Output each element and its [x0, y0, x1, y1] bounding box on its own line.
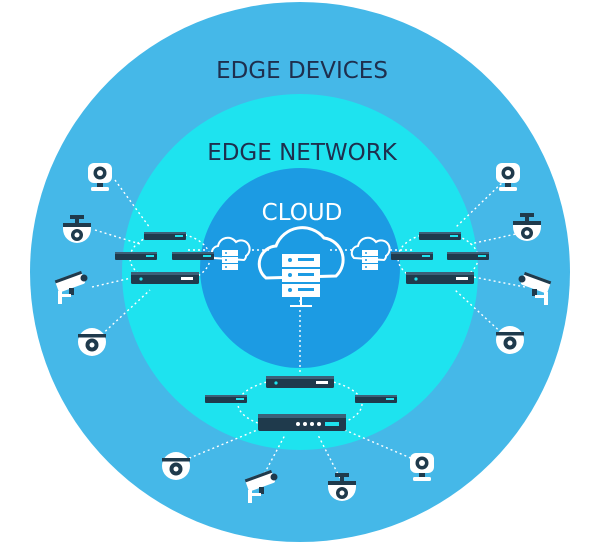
cloud-label: CLOUD — [262, 200, 343, 226]
right-mid-switch-icon — [391, 252, 433, 260]
right-top-switch-icon — [419, 232, 461, 240]
left-dome-camera-icon — [78, 328, 106, 356]
left-recorder-icon — [131, 272, 199, 284]
cloud-server-icon — [257, 226, 345, 307]
bottom-top-recorder-icon — [266, 376, 334, 388]
left-top-switch-icon — [144, 232, 186, 240]
right-recorder-icon — [406, 272, 474, 284]
bottom-left-switch-icon — [205, 395, 247, 403]
edge-devices-label: EDGE DEVICES — [216, 58, 388, 84]
bottom-dome-camera-icon — [162, 452, 190, 480]
left-mid-switch-icon — [115, 252, 157, 260]
edge-network-label: EDGE NETWORK — [207, 140, 398, 166]
bottom-right-switch-icon — [355, 395, 397, 403]
right-dome-camera-icon — [496, 326, 524, 354]
cloud-ring — [200, 168, 400, 368]
bottom-main-recorder-icon — [258, 414, 346, 431]
left-mid-switch-icon-2 — [172, 252, 214, 260]
right-mid-switch-icon-2 — [447, 252, 489, 260]
